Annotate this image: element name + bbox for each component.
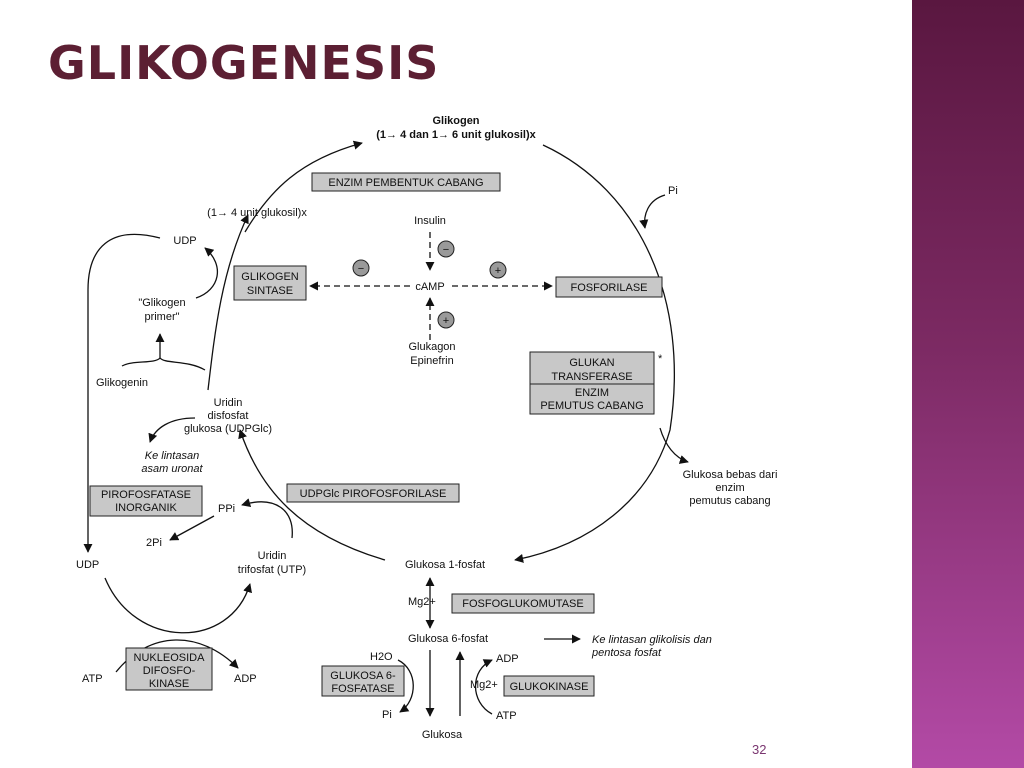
inhibit-circle-sintase xyxy=(352,259,370,277)
label-glikogenin: Glikogenin xyxy=(96,377,148,389)
inhibit-sign-1: − xyxy=(443,244,449,256)
label-glikogen-primer-1: "Glikogen xyxy=(138,297,185,309)
label-uridin-3: glukosa (UDPGlc) xyxy=(184,423,272,435)
enzyme-pirofosfatase-1: PIROFOSFATASE xyxy=(101,489,191,501)
label-ke-lintasan-1: Ke lintasan xyxy=(145,450,199,462)
enzyme-fosforilase: FOSFORILASE xyxy=(570,282,647,294)
label-glukagon: Glukagon xyxy=(408,341,455,353)
page-number: 32 xyxy=(752,742,767,757)
box-pembentuk-cabang xyxy=(311,172,501,192)
enzyme-glikogen-sintase-2: SINTASE xyxy=(247,285,293,297)
box-glukan-transferase xyxy=(529,351,655,385)
activate-circle-fosforilase xyxy=(489,261,507,279)
arrow-uronat xyxy=(148,417,196,443)
enzyme-nukleosida-2: DIFOSFO- xyxy=(143,665,196,677)
enzyme-glukan-1: GLUKAN xyxy=(569,357,614,369)
enzyme-pembentuk-cabang: ENZIM PEMBENTUK CABANG xyxy=(328,177,483,189)
slide-title: GLIKOGENESIS xyxy=(48,36,440,90)
label-glikolisis-2: pentosa fosfat xyxy=(591,647,662,659)
box-pirofosfatase xyxy=(89,485,203,517)
enzyme-glikogen-sintase-1: GLIKOGEN xyxy=(241,271,299,283)
label-pi-top: Pi xyxy=(668,185,678,197)
activate-sign-2: + xyxy=(443,315,449,327)
enzyme-udpglc-pirofosforilase: UDPGlc PIROFOSFORILASE xyxy=(300,488,447,500)
enzyme-glukosa6-2: FOSFATASE xyxy=(331,683,394,695)
label-units-1-4: (1→ 4 unit glukosil)x xyxy=(207,207,307,219)
box-glikogen-sintase xyxy=(233,265,307,301)
label-mg-1: Mg2+ xyxy=(408,596,436,608)
label-ppi: PPi xyxy=(218,503,235,515)
activate-circle-glukagon xyxy=(437,311,455,329)
arc-udp-to-utp xyxy=(104,577,252,634)
enzyme-pemutus-1: ENZIM xyxy=(575,387,609,399)
label-ke-lintasan-2: asam uronat xyxy=(141,463,203,475)
label-glukosa: Glukosa xyxy=(422,729,463,741)
enzyme-nukleosida-3: KINASE xyxy=(149,678,189,690)
arrow-atp-adp-right xyxy=(474,659,493,715)
box-nukleosida xyxy=(125,647,213,691)
label-h2o: H2O xyxy=(370,651,393,663)
label-glukosa-1-fosfat: Glukosa 1-fosfat xyxy=(405,559,485,571)
box-pemutus-cabang xyxy=(529,383,655,415)
box-glukosa-6-fosfatase xyxy=(321,665,405,697)
label-adp-right: ADP xyxy=(496,653,519,665)
udp-loop xyxy=(83,233,161,553)
arc-glikogen-to-g1p xyxy=(514,144,675,563)
arrow-ppi xyxy=(241,498,293,539)
arrow-pi-in xyxy=(639,194,666,229)
label-glukosa-bebas-2: enzim xyxy=(715,482,744,494)
label-glukosa-6-fosfat: Glukosa 6-fosfat xyxy=(408,633,488,645)
enzyme-pirofosfatase-2: INORGANIK xyxy=(115,502,177,514)
label-uridin-1: Uridin xyxy=(214,397,243,409)
label-insulin: Insulin xyxy=(414,215,446,227)
inhibit-circle-insulin xyxy=(437,240,455,258)
label-epinefrin: Epinefrin xyxy=(410,355,453,367)
label-glikogen-primer-2: primer" xyxy=(144,311,179,323)
label-atp-left: ATP xyxy=(82,673,103,685)
box-udpglc-pirofosforilase xyxy=(286,483,460,503)
inhibit-sign-2: − xyxy=(358,263,364,275)
asterisk: * xyxy=(658,353,663,365)
decorative-sidebar xyxy=(912,0,1024,768)
enzyme-glukokinase: GLUKOKINASE xyxy=(510,681,589,693)
label-mg-2: Mg2+ xyxy=(470,679,498,691)
label-utp-2: trifosfat (UTP) xyxy=(238,564,306,576)
label-udp-top: UDP xyxy=(173,235,196,247)
label-glikogen-units: (1→ 4 dan 1→ 6 unit glukosil)x xyxy=(376,129,536,141)
enzyme-fosfoglukomutase: FOSFOGLUKOMUTASE xyxy=(462,598,583,610)
label-utp-1: Uridin xyxy=(258,550,287,562)
arrow-h2o-pi xyxy=(397,659,414,713)
label-camp: cAMP xyxy=(415,281,444,293)
arc-udpglc-to-units xyxy=(207,214,249,391)
box-glukokinase xyxy=(503,675,595,697)
label-adp-left: ADP xyxy=(234,673,257,685)
label-atp-right: ATP xyxy=(496,710,517,722)
label-glikogen: Glikogen xyxy=(432,115,479,127)
enzyme-nukleosida-1: NUKLEOSIDA xyxy=(134,652,206,664)
arc-g1p-to-udpglc xyxy=(238,429,386,561)
activate-sign-1: + xyxy=(495,265,501,277)
enzyme-glukosa6-1: GLUKOSA 6- xyxy=(330,670,396,682)
label-udp-bottom: UDP xyxy=(76,559,99,571)
label-glukosa-bebas-3: pemutus cabang xyxy=(689,495,770,507)
box-fosfoglukomutase xyxy=(451,593,595,614)
arc-to-glikogen xyxy=(244,140,363,233)
enzyme-pemutus-2: PEMUTUS CABANG xyxy=(540,400,643,412)
label-glukosa-bebas-1: Glukosa bebas dari xyxy=(683,469,778,481)
label-2pi: 2Pi xyxy=(146,537,162,549)
arrow-udp-release xyxy=(195,247,219,299)
label-pi-bottom: Pi xyxy=(382,709,392,721)
label-glikolisis-1: Ke lintasan glikolisis dan xyxy=(592,634,712,646)
arrow-2pi xyxy=(169,515,215,541)
label-uridin-2: disfosfat xyxy=(208,410,249,422)
enzyme-glukan-2: TRANSFERASE xyxy=(551,371,632,383)
box-fosforilase xyxy=(555,276,663,298)
glikogenin-brace xyxy=(121,356,206,371)
arrow-free-glucose xyxy=(659,427,689,464)
